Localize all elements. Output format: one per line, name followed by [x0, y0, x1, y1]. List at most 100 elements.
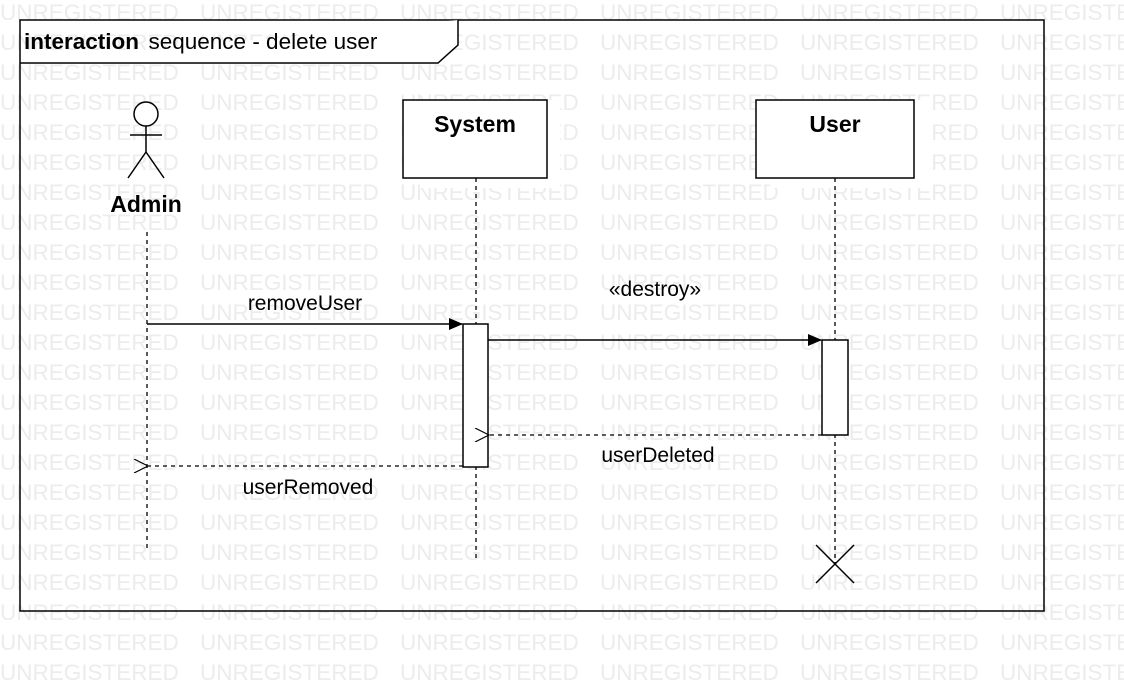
watermark-text: UNREGISTERED — [600, 360, 779, 385]
watermark-text: UNREGISTERED — [600, 120, 779, 145]
watermark-text: UNREGISTERED — [1000, 420, 1124, 445]
watermark-text: UNREGISTERED — [200, 510, 379, 535]
watermark-text: UNREGISTERED — [200, 210, 379, 235]
watermark-text: UNREGISTERED — [1000, 150, 1124, 175]
watermark-text: UNREGISTERED — [1000, 570, 1124, 595]
watermark-text: UNREGISTERED — [600, 180, 779, 205]
message-label: userRemoved — [243, 476, 374, 499]
watermark-text: UNREGISTERED — [600, 90, 779, 115]
watermark-text: UNREGISTERED — [0, 60, 179, 85]
watermark-text: UNREGISTERED — [400, 660, 579, 685]
actor-admin[interactable]: Admin — [110, 101, 182, 217]
watermark-text: UNREGISTERED — [800, 540, 979, 565]
watermark-text: UNREGISTERED — [600, 270, 779, 295]
watermark-text: UNREGISTERED — [600, 630, 779, 655]
watermark-text: UNREGISTERED — [200, 240, 379, 265]
watermark-text: UNREGISTERED — [600, 600, 779, 625]
watermark-text: UNREGISTERED — [0, 480, 179, 505]
watermark-text: UNREGISTERED — [800, 510, 979, 535]
activation-system[interactable] — [462, 323, 489, 468]
watermark-text: UNREGISTERED — [400, 420, 579, 445]
watermark-text: UNREGISTERED — [800, 480, 979, 505]
message-user-removed[interactable]: userRemoved — [148, 466, 463, 499]
watermark-text: UNREGISTERED — [0, 180, 179, 205]
lifeline-head-user[interactable]: User — [755, 99, 915, 179]
watermark-text: UNREGISTERED — [800, 0, 979, 25]
watermark-text: UNREGISTERED — [200, 390, 379, 415]
watermark-text: UNREGISTERED — [0, 420, 179, 445]
watermark-text: UNREGISTERED — [1000, 330, 1124, 355]
watermark-text: UNREGISTERED — [200, 180, 379, 205]
watermark-text: UNREGISTERED — [0, 390, 179, 415]
watermark-text: UNREGISTERED — [1000, 210, 1124, 235]
watermark-text: UNREGISTERED — [1000, 390, 1124, 415]
watermark-text: UNREGISTERED — [600, 480, 779, 505]
watermark-text: UNREGISTERED — [800, 30, 979, 55]
watermark-text: UNREGISTERED — [0, 330, 179, 355]
watermark-text: UNREGISTERED — [0, 660, 179, 685]
watermark-text: UNREGISTERED — [1000, 0, 1124, 25]
watermark-text: UNREGISTERED — [0, 540, 179, 565]
watermark-text: UNREGISTERED — [400, 270, 579, 295]
frame-border — [19, 19, 1045, 612]
watermark-text: UNREGISTERED — [600, 390, 779, 415]
frame-label-tab — [20, 20, 459, 64]
watermark-text: UNREGISTERED — [0, 600, 179, 625]
watermark-text: UNREGISTERED — [200, 330, 379, 355]
watermark-text: UNREGISTERED — [1000, 480, 1124, 505]
watermark-text: UNREGISTERED — [0, 510, 179, 535]
watermark-text: UNREGISTERED — [0, 270, 179, 295]
watermark-text: UNREGISTERED — [400, 300, 579, 325]
watermark-text: UNREGISTERED — [200, 150, 379, 175]
actor-name-admin: Admin — [110, 191, 182, 217]
actor-left-leg — [127, 151, 147, 179]
watermark-text: UNREGISTERED — [600, 660, 779, 685]
watermark-text: UNREGISTERED — [600, 210, 779, 235]
watermark-text: UNREGISTERED — [400, 510, 579, 535]
watermark-text: UNREGISTERED — [800, 270, 979, 295]
watermark-text: UNREGISTERED — [600, 450, 779, 475]
watermark-text: UNREGISTERED — [200, 60, 379, 85]
lifeline-name-system: System — [434, 111, 516, 137]
message-remove-user[interactable]: removeUser — [147, 292, 463, 330]
watermark-text: UNREGISTERED — [400, 390, 579, 415]
watermark-text: UNREGISTERED — [600, 570, 779, 595]
message-label: userDeleted — [601, 444, 714, 467]
watermark-text: UNREGISTERED — [800, 600, 979, 625]
watermark-text: UNREGISTERED — [400, 600, 579, 625]
watermark-text: UNREGISTERED — [0, 300, 179, 325]
watermark-text: UNREGISTERED — [1000, 60, 1124, 85]
watermark-text: UNREGISTERED — [600, 300, 779, 325]
watermark-text: UNREGISTERED — [1000, 30, 1124, 55]
watermark-text: UNREGISTERED — [200, 660, 379, 685]
watermark-text: UNREGISTERED — [200, 570, 379, 595]
watermark-text: UNREGISTERED — [0, 360, 179, 385]
activation-user[interactable] — [821, 339, 849, 436]
watermark-text: UNREGISTERED — [200, 450, 379, 475]
watermark-text: UNREGISTERED — [600, 510, 779, 535]
watermark-text: UNREGISTERED — [0, 210, 179, 235]
watermark-text: UNREGISTERED — [800, 240, 979, 265]
watermark-text: UNREGISTERED — [800, 60, 979, 85]
system-box — [402, 99, 548, 179]
watermark-text: UNREGISTERED — [200, 270, 379, 295]
watermark-text: UNREGISTERED — [1000, 360, 1124, 385]
actor-head — [133, 101, 159, 127]
watermark-text: UNREGISTERED — [200, 120, 379, 145]
watermark-text: UNREGISTERED — [1000, 630, 1124, 655]
watermark-text: UNREGISTERED — [1000, 240, 1124, 265]
watermark-text: UNREGISTERED — [200, 300, 379, 325]
message-destroy[interactable]: «destroy» — [488, 278, 822, 346]
lifeline-head-system[interactable]: System — [402, 99, 548, 179]
watermark-text: UNREGISTERED — [200, 600, 379, 625]
watermark-text: UNREGISTERED — [800, 300, 979, 325]
watermark-text: UNREGISTERED — [600, 150, 779, 175]
watermark-text: UNREGISTERED — [400, 540, 579, 565]
watermark-text: UNREGISTERED — [1000, 180, 1124, 205]
watermark-text: UNREGISTERED — [0, 450, 179, 475]
watermark-text: UNREGISTERED — [800, 450, 979, 475]
watermark-text: UNREGISTERED — [400, 60, 579, 85]
message-user-deleted[interactable]: userDeleted — [489, 435, 822, 467]
message-label: removeUser — [248, 292, 362, 315]
